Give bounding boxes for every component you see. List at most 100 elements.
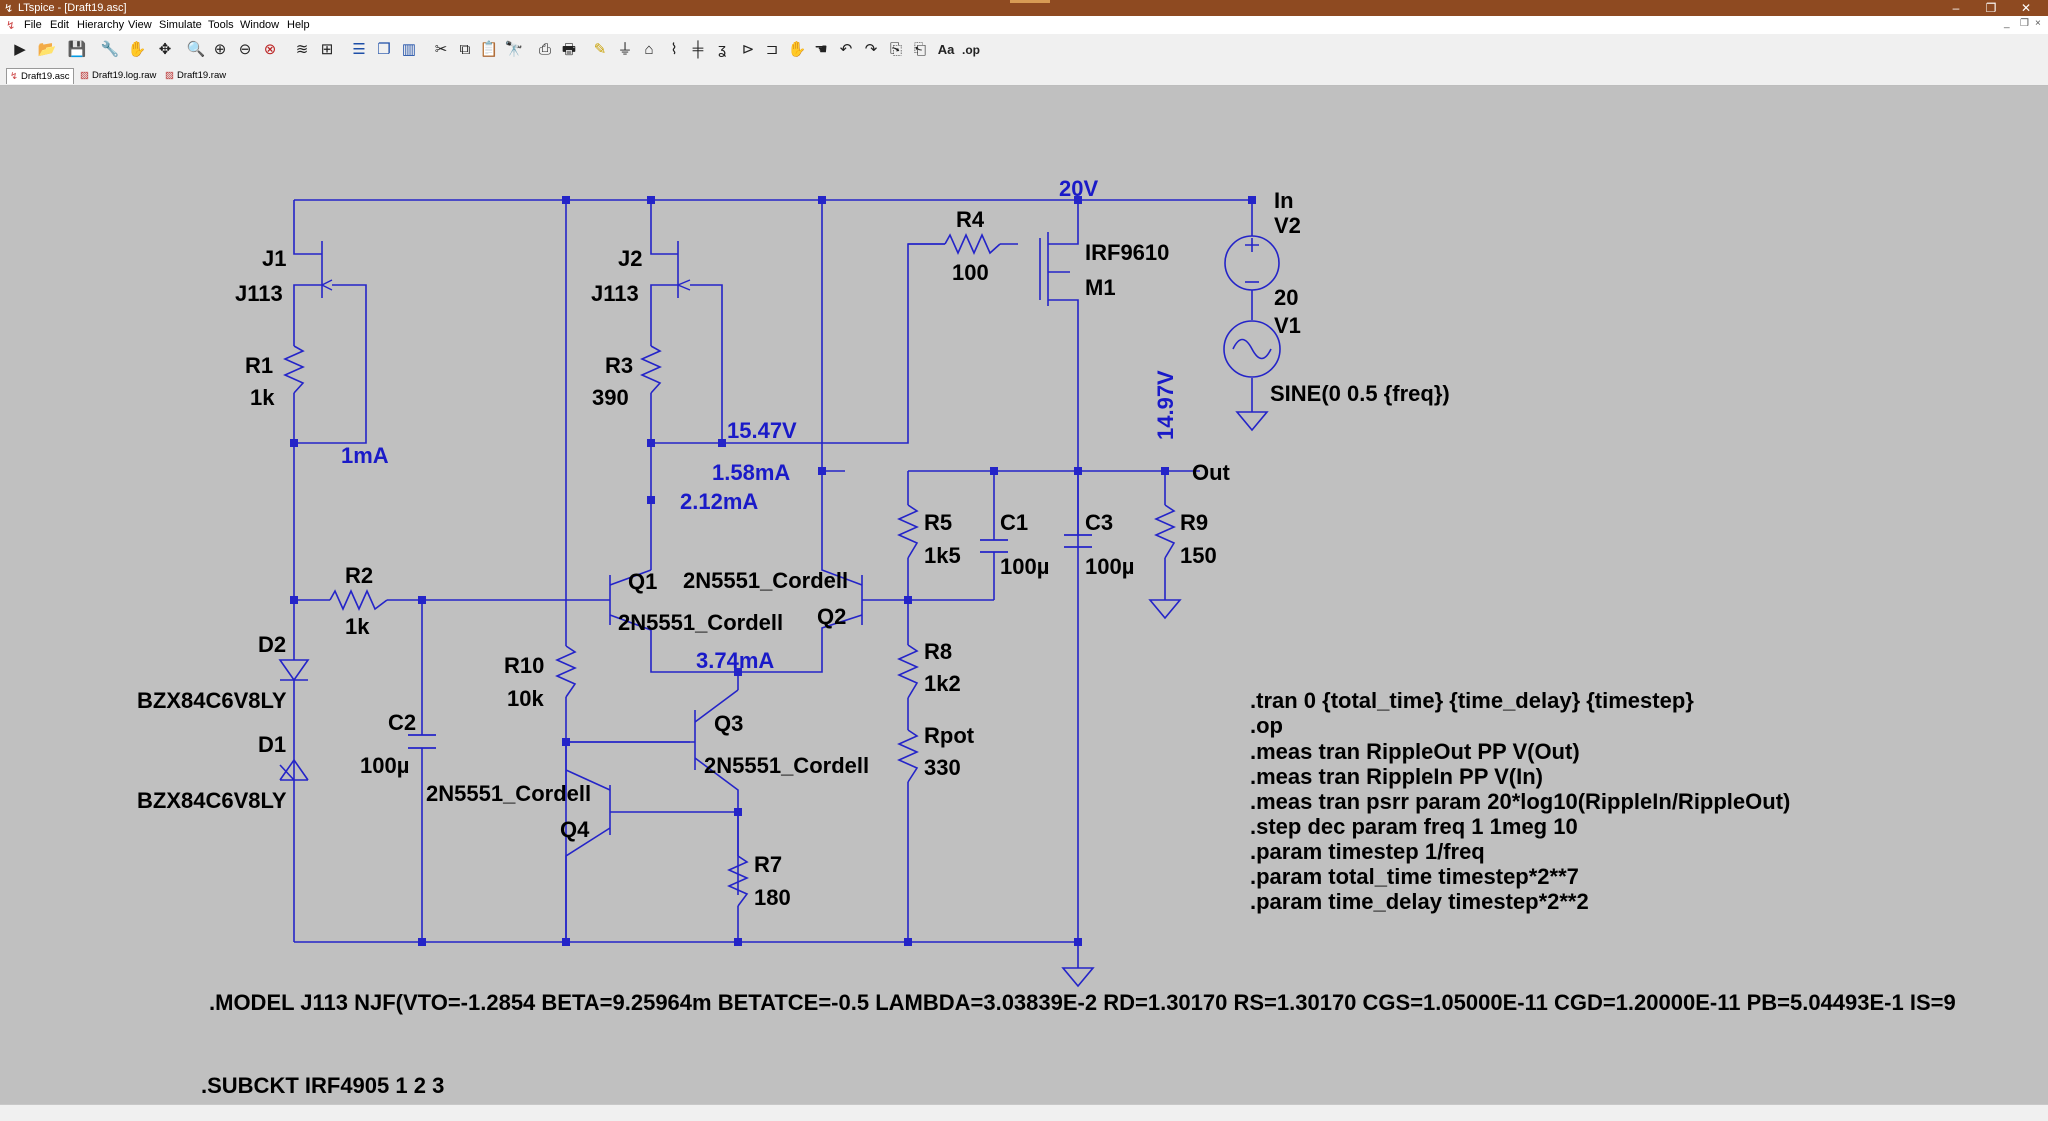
zoom-in-icon[interactable]: 🔍 <box>186 41 206 58</box>
restore-button[interactable]: ❐ <box>1985 1 1997 15</box>
draw-wire-icon[interactable]: ✎ <box>593 41 607 58</box>
inductor-icon[interactable]: ʓ <box>717 41 727 58</box>
directive-line: .meas tran RippleIn PP V(In) <box>1250 764 1543 789</box>
i-374-annotation: 3.74mA <box>696 648 774 673</box>
rotate-icon[interactable]: ⎘ <box>889 41 902 58</box>
q1-model-label: 2N5551_Cordell <box>618 610 783 635</box>
j1-model-label: J113 <box>235 281 283 306</box>
mdi-minimize-button[interactable]: _ <box>2004 18 2010 29</box>
print-icon[interactable]: 🖶 <box>561 41 577 58</box>
menu-hierarchy[interactable]: Hierarchy <box>77 19 125 31</box>
j2-gate-arrow-icon <box>677 279 691 291</box>
tile-horizontal-icon[interactable]: ☰ <box>352 41 366 58</box>
run-icon[interactable]: ▶ <box>14 41 26 58</box>
r7-value: 180 <box>754 885 791 910</box>
sources[interactable] <box>1223 235 1281 378</box>
capacitors[interactable] <box>408 534 1092 749</box>
zoom-fit-icon[interactable]: ⊕ <box>213 41 227 58</box>
junction-dots <box>290 196 1256 946</box>
schematic-drawing[interactable]: J1 J113 R1 1k R2 1k D2 BZX84C6V8LY D1 BZ… <box>0 86 2048 1104</box>
mdi-close-button[interactable]: × <box>2035 18 2041 29</box>
mdi-restore-button[interactable]: ❐ <box>2020 18 2029 29</box>
d2-label: D2 <box>258 632 286 657</box>
r9-label: R9 <box>1180 510 1208 535</box>
status-bar <box>0 1104 2048 1121</box>
menu-edit[interactable]: Edit <box>50 19 69 31</box>
open-icon[interactable]: 📂 <box>37 41 57 58</box>
find-icon[interactable]: 🔭 <box>504 41 524 58</box>
title-accent <box>1010 0 1050 3</box>
paste-icon[interactable]: 📋 <box>479 41 499 58</box>
mdi-app-icon[interactable]: ↯ <box>6 20 16 32</box>
r5-label: R5 <box>924 510 952 535</box>
zoom-out-icon[interactable]: ⊖ <box>238 41 252 58</box>
r8-value: 1k2 <box>924 671 961 696</box>
tab-draft19-asc[interactable]: ↯Draft19.asc <box>6 68 74 84</box>
directive-line: .op <box>1250 713 1283 738</box>
component-icon[interactable]: ⊐ <box>765 41 779 58</box>
r2-value: 1k <box>345 614 370 639</box>
menu-help[interactable]: Help <box>287 19 310 31</box>
grid-icon[interactable]: ⊞ <box>320 41 334 58</box>
r10-symbol <box>555 645 577 698</box>
rpot-symbol <box>897 729 919 783</box>
i-158-annotation: 1.58mA <box>712 460 790 485</box>
ground-icon <box>1061 967 1095 988</box>
print-preview-icon[interactable]: ⎙ <box>538 41 551 58</box>
m1-label: M1 <box>1085 275 1116 300</box>
d1-model-label: BZX84C6V8LY <box>137 788 287 813</box>
tab-draft19-log-raw[interactable]: ▨Draft19.log.raw <box>80 68 156 83</box>
rpot-value: 330 <box>924 755 961 780</box>
autoscale-icon[interactable]: ≋ <box>295 41 309 58</box>
undo-icon[interactable]: ↶ <box>839 41 853 58</box>
diodes[interactable] <box>278 659 310 781</box>
move-icon[interactable]: ✋ <box>787 41 807 58</box>
diode-icon[interactable]: ⊳ <box>741 41 755 58</box>
menu-file[interactable]: File <box>24 19 42 31</box>
r8-label: R8 <box>924 639 952 664</box>
resistor-icon[interactable]: ⌇ <box>670 41 678 58</box>
menu-tools[interactable]: Tools <box>208 19 234 31</box>
model-directive: .MODEL J113 NJF(VTO=-1.2854 BETA=9.25964… <box>209 990 1956 1015</box>
ground-icon[interactable]: ⏚ <box>617 41 633 58</box>
redo-icon[interactable]: ↷ <box>864 41 878 58</box>
label-net-icon[interactable]: ⌂ <box>644 41 654 58</box>
v-top-annotation: 20V <box>1059 176 1098 201</box>
capacitor-icon[interactable]: ╪ <box>692 41 704 58</box>
c2-value: 100µ <box>360 753 409 778</box>
cascade-icon[interactable]: ❐ <box>377 41 391 58</box>
menu-window[interactable]: Window <box>240 19 280 31</box>
i-212-annotation: 2.12mA <box>680 489 758 514</box>
control-panel-icon[interactable]: 🔧 <box>100 41 120 58</box>
pan-icon[interactable]: ✥ <box>158 41 172 58</box>
c2-symbol <box>408 734 436 749</box>
copy-icon[interactable]: ⧉ <box>459 41 471 58</box>
tile-vertical-icon[interactable]: ▥ <box>401 41 417 58</box>
v1-label: V1 <box>1274 313 1301 338</box>
cancel-zoom-icon[interactable]: ⊗ <box>263 41 277 58</box>
schematic-canvas[interactable]: J1 J113 R1 1k R2 1k D2 BZX84C6V8LY D1 BZ… <box>0 86 2048 1104</box>
halt-icon[interactable]: ✋ <box>127 41 147 58</box>
v1-symbol <box>1223 320 1281 378</box>
spice-directives[interactable]: .tran 0 {total_time} {time_delay} {times… <box>201 688 1956 1098</box>
menu-view[interactable]: View <box>128 19 152 31</box>
r7-label: R7 <box>754 852 782 877</box>
text-icon[interactable]: Aa <box>937 42 955 57</box>
directive-line: .meas tran RippleOut PP V(Out) <box>1250 739 1580 764</box>
tab-draft19-raw[interactable]: ▨Draft19.raw <box>165 68 226 83</box>
minimize-button[interactable]: – <box>1952 1 1960 15</box>
v2-plus-icon <box>1245 238 1259 252</box>
save-icon[interactable]: 💾 <box>67 41 87 58</box>
drag-icon[interactable]: ☚ <box>814 41 828 58</box>
grounds <box>1061 411 1269 988</box>
cut-icon[interactable]: ✂ <box>434 41 448 58</box>
resistors[interactable] <box>283 233 1176 907</box>
menu-bar: ↯ File Edit Hierarchy View Simulate Tool… <box>0 16 2048 34</box>
close-button[interactable]: ✕ <box>2020 1 2032 15</box>
spice-directive-icon[interactable]: .op <box>962 43 980 57</box>
r4-value: 100 <box>952 260 989 285</box>
mirror-icon[interactable]: ⎗ <box>913 41 926 58</box>
i-j1-annotation: 1mA <box>341 443 389 468</box>
r1-label: R1 <box>245 353 273 378</box>
menu-simulate[interactable]: Simulate <box>159 19 202 31</box>
